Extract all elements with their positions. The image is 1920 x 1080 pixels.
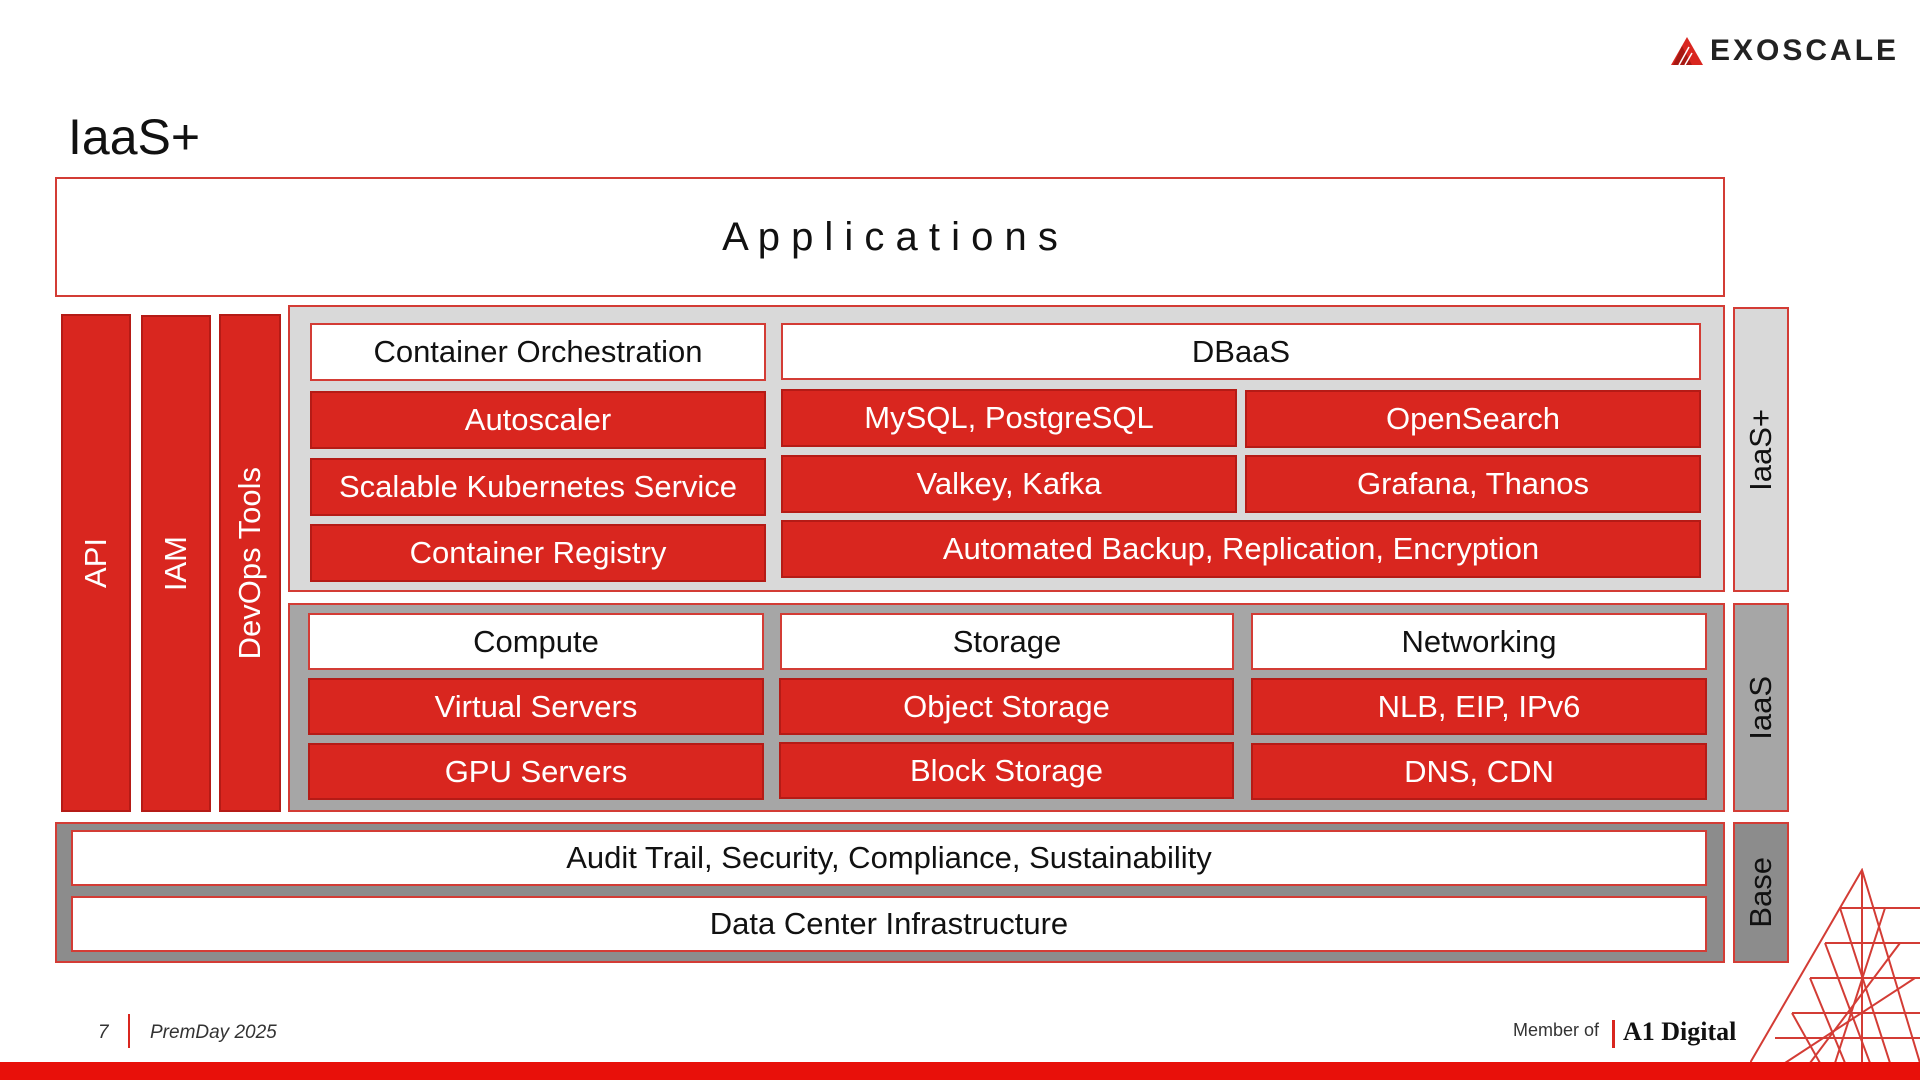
- applications-label: A p p l i c a t i o n s: [722, 214, 1058, 259]
- dns-cdn-box: DNS, CDN: [1251, 743, 1707, 800]
- exoscale-logo-icon: [1671, 37, 1703, 66]
- applications-box: A p p l i c a t i o n s: [55, 177, 1725, 297]
- bottom-brand-bar: [0, 1062, 1920, 1080]
- partner-divider: [1612, 1020, 1615, 1048]
- exoscale-logo: EXOSCALE: [1670, 33, 1899, 69]
- base-tag: Base: [1733, 822, 1789, 963]
- virtual-servers-box: Virtual Servers: [308, 678, 764, 735]
- sks-box: Scalable Kubernetes Service: [310, 458, 766, 516]
- container-orchestration-header: Container Orchestration: [310, 323, 766, 381]
- audit-trail-box: Audit Trail, Security, Compliance, Susta…: [71, 830, 1707, 886]
- opensearch-box: OpenSearch: [1245, 390, 1701, 448]
- page-title: IaaS+: [68, 109, 201, 165]
- networking-header: Networking: [1251, 613, 1707, 670]
- member-of-label: Member of: [1513, 1020, 1600, 1040]
- autoscaler-box: Autoscaler: [310, 391, 766, 449]
- footer-page-number: 7: [98, 1022, 109, 1043]
- dbaas-header: DBaaS: [781, 323, 1701, 380]
- automated-backup-box: Automated Backup, Replication, Encryptio…: [781, 520, 1701, 578]
- valkey-kafka-box: Valkey, Kafka: [781, 455, 1237, 513]
- footer-divider: [128, 1014, 130, 1048]
- mysql-postgresql-box: MySQL, PostgreSQL: [781, 389, 1237, 447]
- block-storage-box: Block Storage: [779, 742, 1234, 799]
- triangle-pattern-decoration: [1750, 868, 1920, 1063]
- api-pillar: API: [61, 314, 131, 812]
- footer-event: PremDay 2025: [150, 1022, 277, 1043]
- iam-label: IAM: [158, 535, 193, 592]
- iaas-tag: IaaS: [1733, 603, 1789, 812]
- iaas-plus-tag-label: IaaS+: [1743, 408, 1778, 491]
- iaas-tag-label: IaaS: [1743, 675, 1778, 740]
- compute-header: Compute: [308, 613, 764, 670]
- object-storage-box: Object Storage: [779, 678, 1234, 735]
- devops-pillar: DevOps Tools: [219, 314, 281, 812]
- a1-digital-logo: A1 Digital: [1623, 1017, 1737, 1046]
- nlb-eip-ipv6-box: NLB, EIP, IPv6: [1251, 678, 1707, 735]
- devops-label: DevOps Tools: [232, 466, 267, 660]
- gpu-servers-box: GPU Servers: [308, 743, 764, 800]
- exoscale-logo-text: EXOSCALE: [1710, 34, 1900, 67]
- api-label: API: [78, 538, 113, 588]
- grafana-thanos-box: Grafana, Thanos: [1245, 455, 1701, 513]
- container-registry-box: Container Registry: [310, 524, 766, 582]
- iaas-plus-tag: IaaS+: [1733, 307, 1789, 592]
- data-center-box: Data Center Infrastructure: [71, 896, 1707, 952]
- storage-header: Storage: [780, 613, 1234, 670]
- iam-pillar: IAM: [141, 315, 211, 812]
